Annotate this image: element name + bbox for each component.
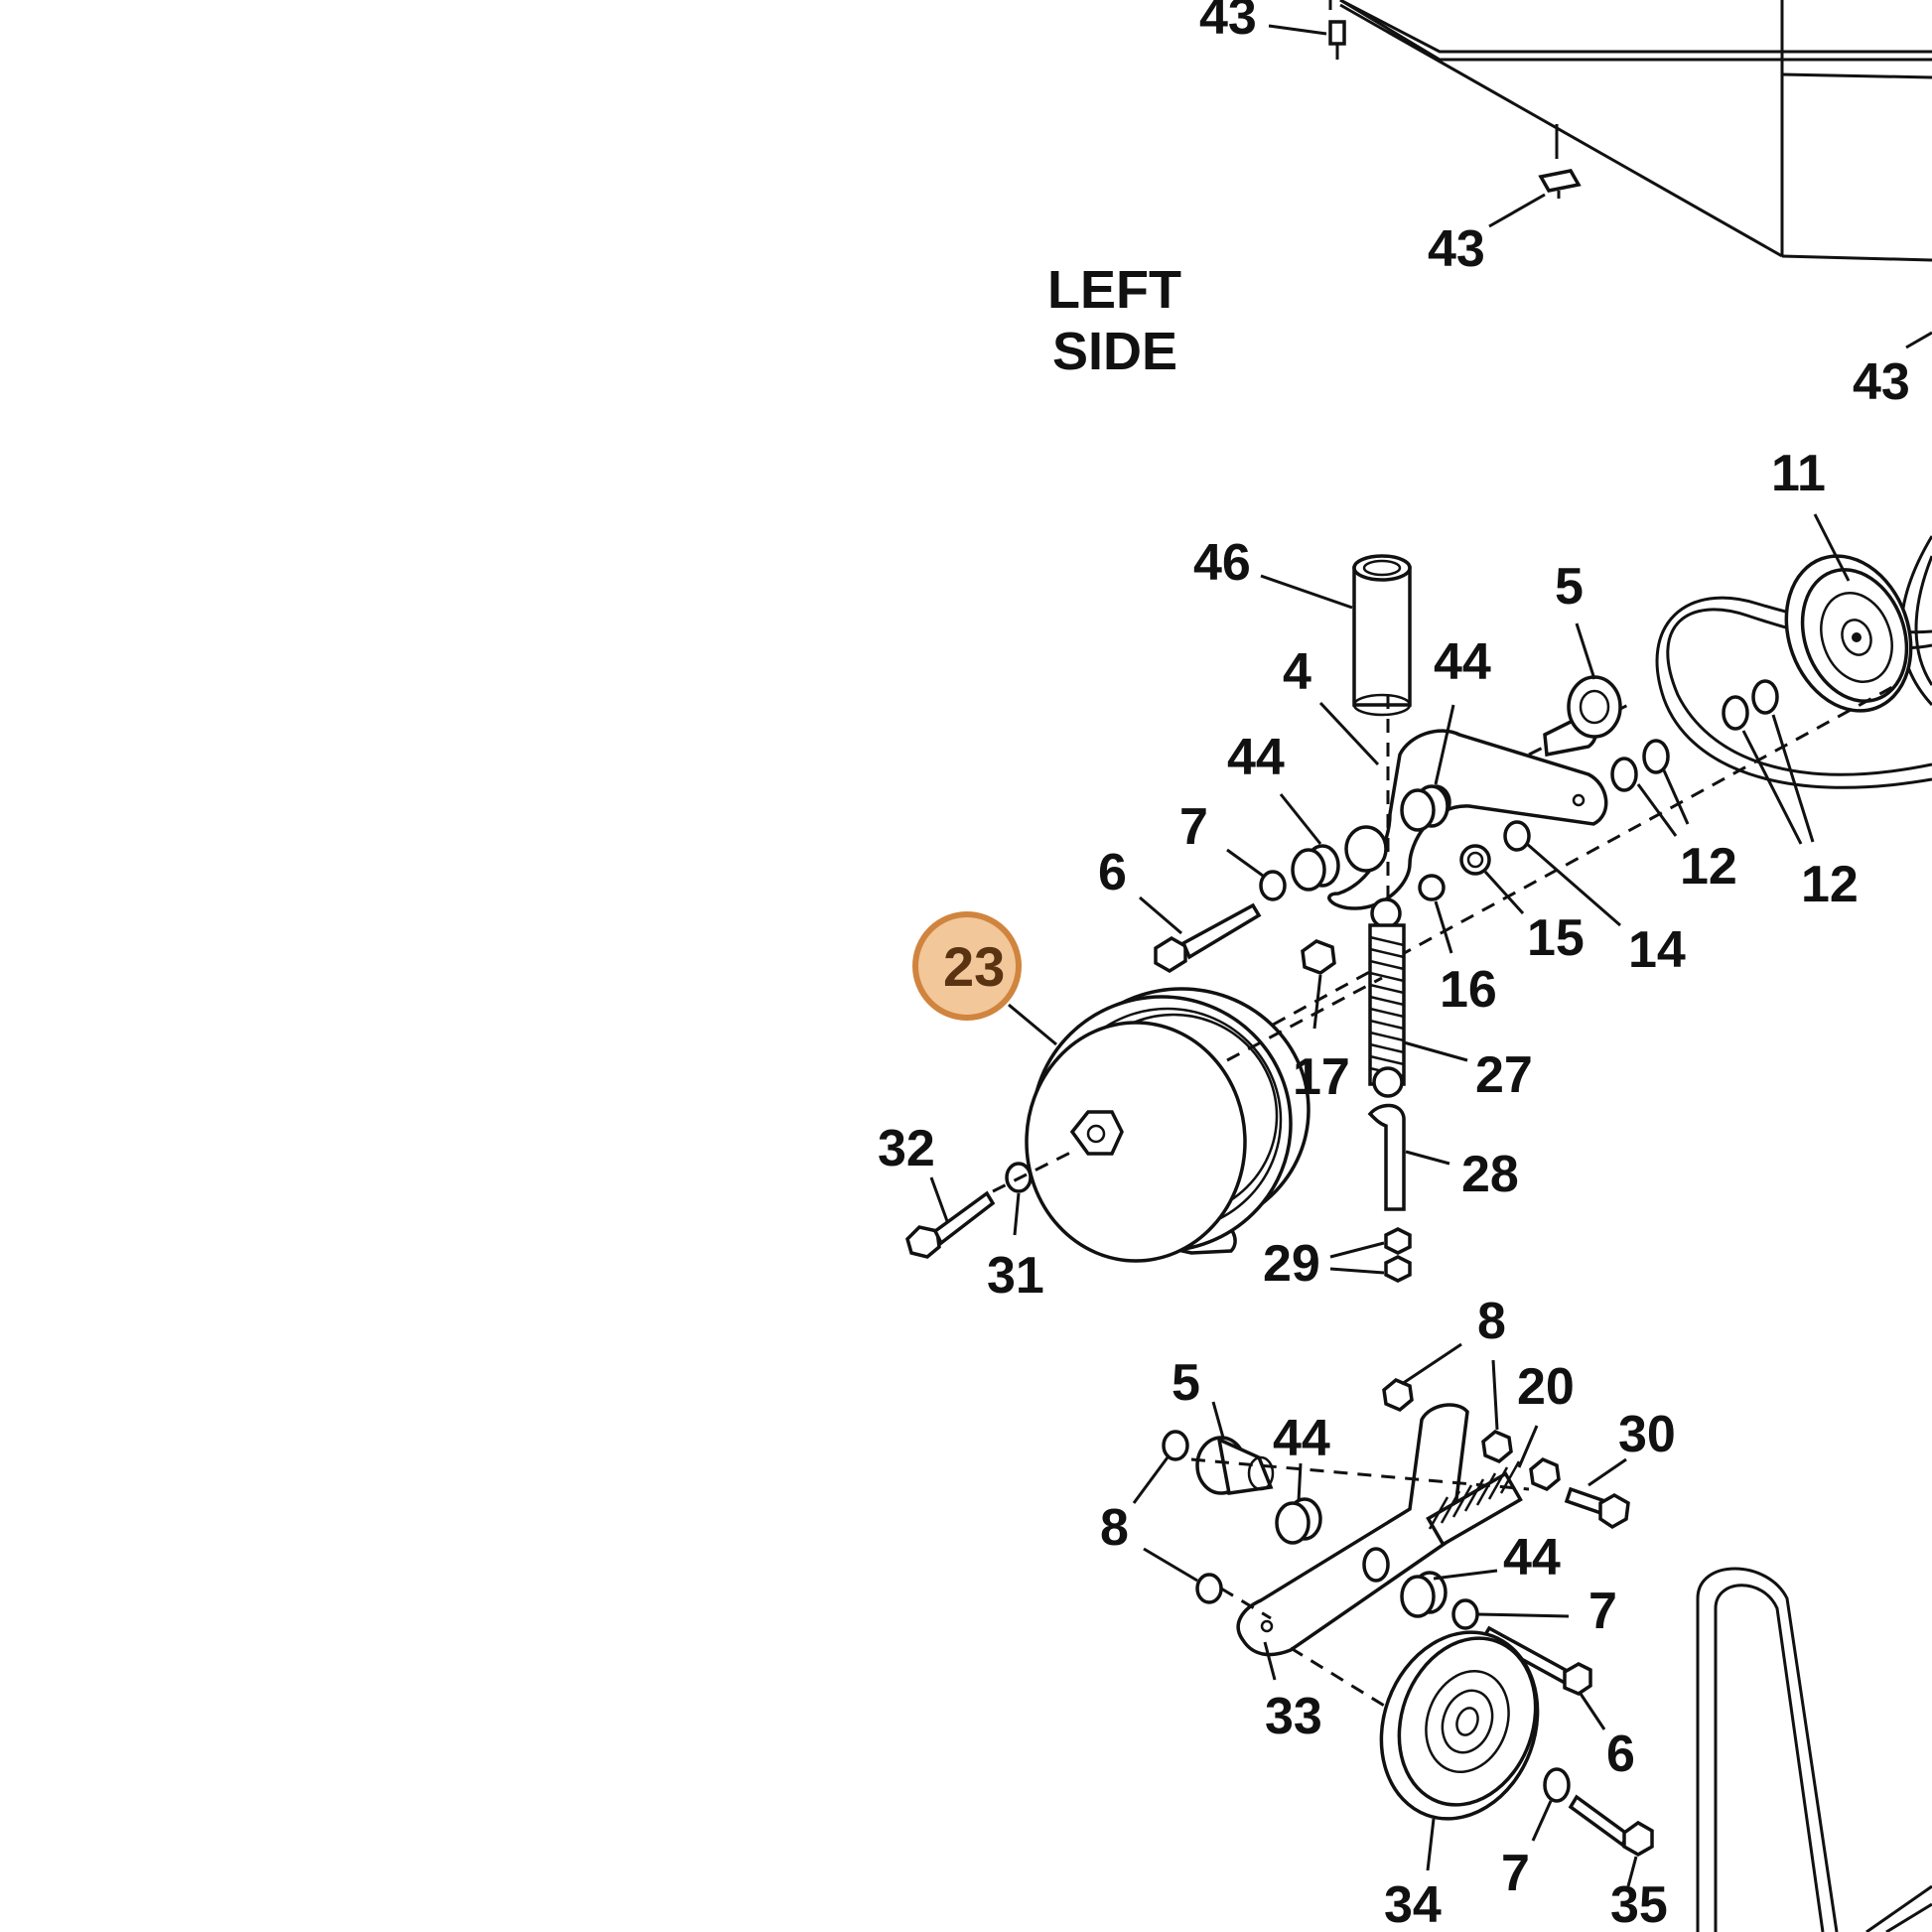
nut-8-right bbox=[1481, 1359, 1513, 1464]
spacer-46 bbox=[1260, 554, 1412, 717]
callout-31[interactable]: 31 bbox=[987, 1247, 1044, 1305]
callout-43-middle[interactable]: 43 bbox=[1428, 220, 1485, 278]
callout-6-upper[interactable]: 6 bbox=[1098, 844, 1127, 901]
callout-17[interactable]: 17 bbox=[1293, 1048, 1350, 1106]
callout-28[interactable]: 28 bbox=[1461, 1146, 1519, 1203]
callout-7-upper[interactable]: 7 bbox=[1179, 798, 1208, 856]
washer-8-left bbox=[1132, 1430, 1189, 1504]
callout-34[interactable]: 34 bbox=[1384, 1876, 1442, 1932]
washer-7-bottom bbox=[1531, 1767, 1571, 1842]
callout-23[interactable]: 23 bbox=[943, 935, 1005, 998]
fastener-43-middle bbox=[1488, 124, 1582, 228]
idler-bracket-33 bbox=[1236, 1403, 1469, 1681]
side-label-line2: SIDE bbox=[1052, 322, 1177, 381]
washers-12 bbox=[1610, 679, 1815, 845]
shoulder-bolt-5-lower bbox=[1195, 1401, 1275, 1495]
bolt-32 bbox=[905, 1176, 996, 1259]
bushing-44-lower-right bbox=[1400, 1569, 1498, 1618]
bolt-30 bbox=[1564, 1457, 1630, 1530]
washer-7-upper bbox=[1226, 848, 1287, 901]
callout-20[interactable]: 20 bbox=[1517, 1358, 1575, 1416]
callout-5-lower[interactable]: 5 bbox=[1172, 1354, 1200, 1412]
callout-7-lower[interactable]: 7 bbox=[1588, 1583, 1617, 1640]
callout-32[interactable]: 32 bbox=[878, 1120, 935, 1177]
nuts-29 bbox=[1329, 1227, 1412, 1283]
callout-4[interactable]: 4 bbox=[1283, 643, 1311, 701]
callout-43-top[interactable]: 43 bbox=[1199, 0, 1257, 46]
callout-16[interactable]: 16 bbox=[1440, 961, 1497, 1019]
callout-35[interactable]: 35 bbox=[1610, 1876, 1668, 1932]
pin-28 bbox=[1367, 1103, 1450, 1211]
bushing-44-left bbox=[1279, 793, 1340, 892]
washer-7-lower bbox=[1451, 1598, 1570, 1630]
callout-14[interactable]: 14 bbox=[1628, 921, 1686, 979]
washer-14 bbox=[1503, 820, 1621, 927]
deck-housing bbox=[1328, 0, 1932, 262]
callout-12-left[interactable]: 12 bbox=[1680, 838, 1737, 896]
callout-46[interactable]: 46 bbox=[1193, 534, 1251, 592]
axis-lower-left bbox=[1220, 1587, 1272, 1620]
bolt-35 bbox=[1568, 1794, 1654, 1887]
callout-44-upper[interactable]: 44 bbox=[1434, 633, 1491, 691]
callout-11[interactable]: 11 bbox=[1771, 445, 1826, 502]
bolt-6-upper bbox=[1139, 896, 1262, 974]
callout-15[interactable]: 15 bbox=[1527, 909, 1585, 967]
side-label-line1: LEFT bbox=[1047, 260, 1181, 320]
callout-44-left[interactable]: 44 bbox=[1227, 729, 1285, 786]
callout-43-right[interactable]: 43 bbox=[1853, 353, 1910, 411]
lower-belt bbox=[1696, 1567, 1932, 1932]
callout-44-lower-right[interactable]: 44 bbox=[1503, 1529, 1561, 1587]
axis-main bbox=[1230, 683, 1897, 1049]
callout-44-lower-left[interactable]: 44 bbox=[1273, 1410, 1330, 1467]
callout-6-lower[interactable]: 6 bbox=[1606, 1725, 1635, 1783]
idler-pulley-34 bbox=[1379, 1630, 1540, 1871]
axis-lower-top bbox=[1190, 1457, 1530, 1491]
callout-27[interactable]: 27 bbox=[1475, 1046, 1533, 1104]
electric-clutch-23 bbox=[1008, 976, 1383, 1263]
axis-clutch bbox=[992, 1150, 1073, 1193]
washer-8-lower bbox=[1143, 1547, 1223, 1604]
spring-27 bbox=[1368, 897, 1468, 1098]
callout-5-upper[interactable]: 5 bbox=[1555, 558, 1584, 616]
spacer-16 bbox=[1418, 874, 1453, 954]
idler-arm-4 bbox=[1318, 701, 1608, 910]
nut-15 bbox=[1459, 844, 1525, 915]
bushing-44-upper bbox=[1400, 704, 1455, 832]
nut-lower-right bbox=[1529, 1456, 1561, 1492]
callout-30[interactable]: 30 bbox=[1618, 1406, 1676, 1463]
callout-8-top[interactable]: 8 bbox=[1477, 1293, 1506, 1350]
nut-17 bbox=[1301, 939, 1336, 1030]
callout-7-bottom[interactable]: 7 bbox=[1501, 1845, 1530, 1902]
shoulder-bolt-5-upper bbox=[1543, 622, 1622, 758]
highlight-circle-23[interactable] bbox=[912, 911, 1022, 1021]
washer-31 bbox=[1005, 1162, 1033, 1236]
fastener-43-top bbox=[1268, 20, 1346, 60]
bolt-8-top bbox=[1382, 1342, 1462, 1413]
callout-33[interactable]: 33 bbox=[1265, 1688, 1322, 1745]
callout-29[interactable]: 29 bbox=[1263, 1235, 1320, 1293]
leader-43-right bbox=[1905, 331, 1932, 349]
callout-12-right[interactable]: 12 bbox=[1801, 856, 1859, 913]
pulley-11 bbox=[1784, 513, 1913, 713]
callout-8-lower[interactable]: 8 bbox=[1100, 1499, 1129, 1557]
bushing-44-lower-left bbox=[1275, 1462, 1322, 1545]
